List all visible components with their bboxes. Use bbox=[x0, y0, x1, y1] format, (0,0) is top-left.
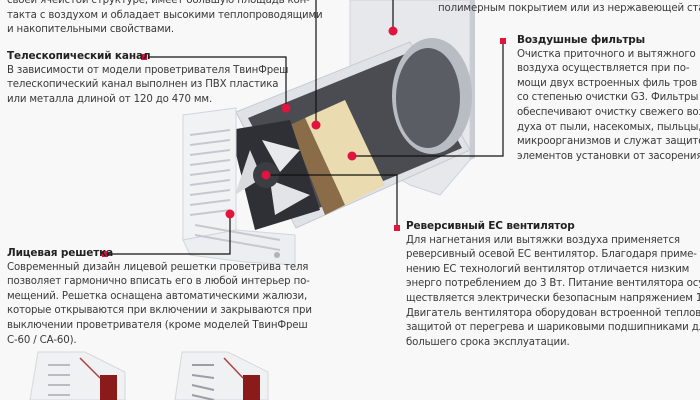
text-line: воздуха осуществляется при по- bbox=[517, 63, 690, 75]
text-line: позволяет гармонично вписать его в любой… bbox=[7, 276, 310, 288]
text-line: обеспечивают очистку свежего воз- bbox=[517, 106, 700, 118]
text-line: телескопический канал выполнен из ПВХ пл… bbox=[7, 79, 279, 91]
text-line: энерго потреблением до 3 Вт. Питание вен… bbox=[406, 278, 700, 290]
leader-lines bbox=[108, 0, 504, 255]
grille-closed-thumbnail bbox=[29, 351, 126, 400]
text-line: своей ячеистой структуре, имеет большую … bbox=[7, 0, 310, 6]
text-line: которые открываются при включении и закр… bbox=[7, 305, 312, 317]
text-line: защитой от перегрева и шариковыми подшип… bbox=[406, 322, 700, 334]
text-line: большего срока эксплуатации. bbox=[406, 336, 570, 348]
text-line: мощи двух встроенных филь тров bbox=[517, 77, 698, 89]
text-line: Для нагнетания или вытяжки воздуха приме… bbox=[406, 234, 680, 246]
text-line: ществляется электрически безопасным напр… bbox=[406, 292, 700, 304]
text-line: со степенью очистки G3. Фильтры bbox=[517, 92, 699, 104]
text-line: Современный дизайн лицевой решетки прове… bbox=[7, 261, 309, 273]
front-grille-title: Лицевая решетка bbox=[7, 247, 114, 259]
telescopic-channel-title: Телескопический канал bbox=[7, 50, 151, 62]
text-line: Двигатель вентилятора оборудован встроен… bbox=[406, 307, 700, 319]
grille-open-thumbnail bbox=[174, 351, 269, 400]
text-line: В зависимости от модели проветривателя Т… bbox=[7, 64, 289, 76]
text-line: духа от пыли, насекомых, пыльцы, bbox=[517, 121, 700, 133]
text-line: нению ЕС технологий вентилятор отличаетс… bbox=[406, 263, 690, 275]
text-line: микроорганизмов и служат защитой bbox=[517, 136, 700, 148]
text-line: полимерным покрытием или из нержавеющей … bbox=[438, 3, 700, 14]
ec-fan-block: Реверсивный ЕС вентилятор Для нагнетания… bbox=[406, 219, 700, 350]
air-filters-title: Воздушные фильтры bbox=[517, 34, 645, 46]
text-line: элементов установки от засорения. bbox=[517, 150, 700, 162]
text-line: такта с воздухом и обладает высокими теп… bbox=[7, 9, 323, 21]
heat-accumulator-text: своей ячеистой структуре, имеет большую … bbox=[7, 0, 323, 38]
air-filters-block: Воздушные фильтры Очистка приточного и в… bbox=[517, 33, 700, 164]
text-line: или металла длиной от 120 до 470 мм. bbox=[7, 93, 213, 105]
text-line: и накопительными свойствами. bbox=[7, 24, 174, 36]
text-line: реверсивный осевой ЕС вентилятор. Благод… bbox=[406, 249, 697, 261]
telescopic-channel-block: Телескопический канал В зависимости от м… bbox=[7, 49, 288, 107]
ec-fan-title: Реверсивный ЕС вентилятор bbox=[406, 220, 575, 232]
text-line: мещений. Решетка оснащена автоматическим… bbox=[7, 290, 308, 302]
text-line: С-60 / СА-60). bbox=[7, 334, 77, 346]
text-line: Очистка приточного и вытяжного bbox=[517, 48, 696, 60]
front-grille-block: Лицевая решетка Современный дизайн лицев… bbox=[7, 246, 312, 348]
callout-markers bbox=[102, 26, 506, 257]
front-grille-illustration bbox=[182, 107, 296, 266]
outer-hood-text: полимерным покрытием или из нержавеющей … bbox=[438, 2, 700, 17]
text-line: выключении проветривателя (кроме моделей… bbox=[7, 319, 308, 331]
